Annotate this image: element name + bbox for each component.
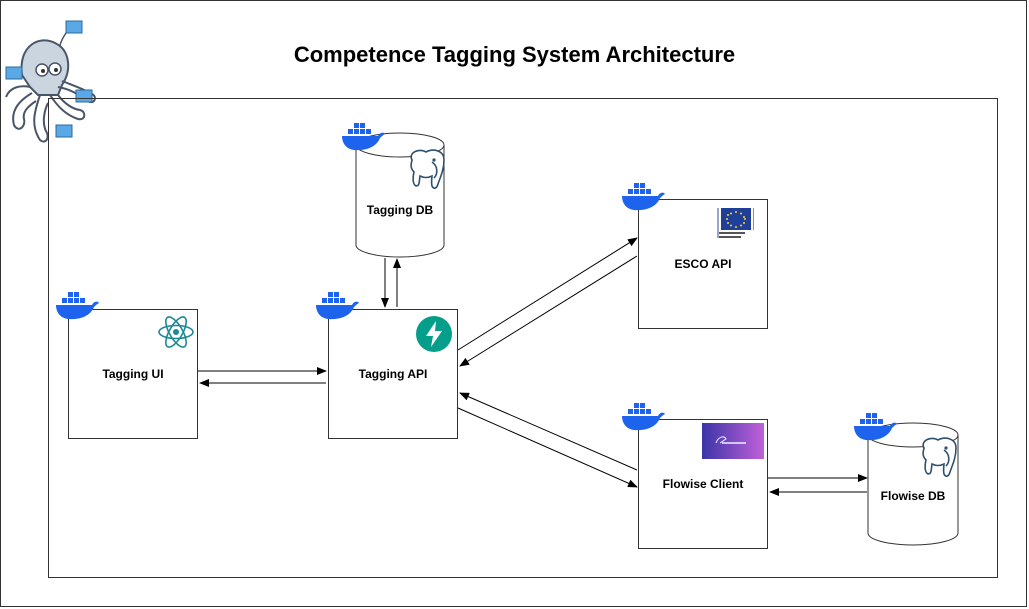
docker-whale-icon [342,123,385,151]
flowise-db-label: Flowise DB [880,489,946,503]
flowise-logo [702,423,764,459]
postgresql-elephant-icon [922,437,957,477]
diagram-title: Competence Tagging System Architecture [293,42,736,67]
tagging-db-label: Tagging DB [366,203,434,217]
docker-whale-icon [854,413,897,441]
european-commission-logo [717,208,754,238]
docker-compose-octopus-icon [5,20,96,143]
postgresql-elephant-icon [410,149,445,189]
edge-esco-to-api [459,255,638,367]
edge-api-to-flowise [457,407,638,488]
docker-whale-icon [622,183,665,211]
docker-whale-icon [316,292,359,320]
docker-whale-icon [622,403,665,431]
system-boundary [48,98,998,578]
flowise-client-label: Flowise Client [662,477,744,491]
docker-whale-icon [56,292,99,320]
react-icon [158,316,194,348]
tagging-api-label: Tagging API [358,367,428,381]
esco-api-label: ESCO API [674,257,732,271]
fastapi-icon [416,316,452,352]
tagging-ui-label: Tagging UI [102,367,164,381]
edge-flowise-to-api [459,392,638,471]
edge-api-to-esco [457,237,638,351]
